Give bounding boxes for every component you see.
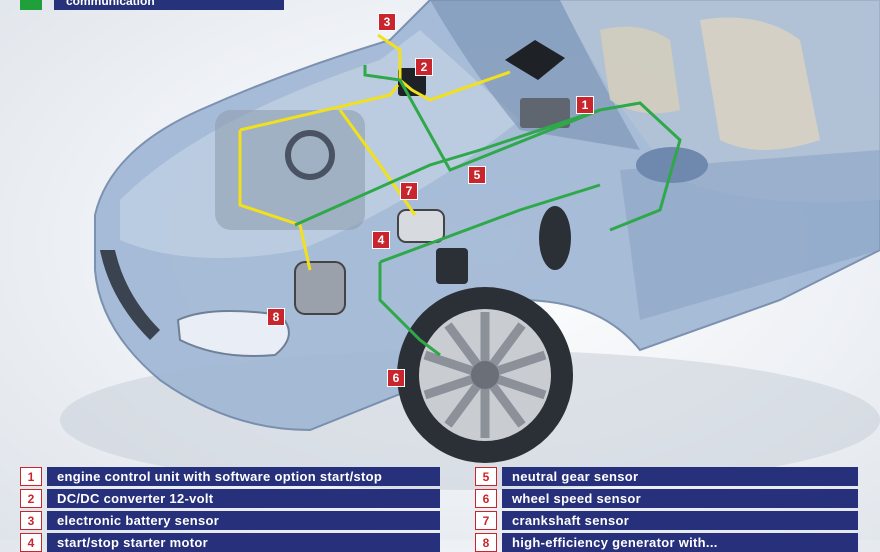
top-legend-label: communication: [54, 0, 284, 10]
power-wiring: [238, 33, 511, 271]
callout-8: 8: [267, 308, 285, 326]
legend-item-8: 8 high-efficiency generator with...: [475, 533, 858, 552]
legend-item-5: 5 neutral gear sensor: [475, 467, 858, 486]
seat-front: [600, 26, 680, 114]
legend-label: engine control unit with software option…: [47, 467, 440, 486]
door: [620, 150, 880, 320]
neutral-sensor-unit: [436, 248, 468, 284]
legend-label: high-efficiency generator with...: [502, 533, 858, 552]
top-legend: communication: [20, 0, 284, 10]
legend-label: start/stop starter motor: [47, 533, 440, 552]
legend-label: crankshaft sensor: [502, 511, 858, 530]
callout-4: 4: [372, 231, 390, 249]
callout-1: 1: [576, 96, 594, 114]
legend-label: neutral gear sensor: [502, 467, 858, 486]
communication-swatch: [20, 0, 42, 10]
legend-number: 4: [20, 533, 42, 552]
legend-item-6: 6 wheel speed sensor: [475, 489, 858, 508]
seat: [700, 17, 820, 150]
legend-item-7: 7 crankshaft sensor: [475, 511, 858, 530]
diagram-stage: communication 3 2 1 5 7 4 8 6 1 engine c…: [20, 0, 880, 552]
callout-5: 5: [468, 166, 486, 184]
legend-label: DC/DC converter 12-volt: [47, 489, 440, 508]
legend-item-3: 3 electronic battery sensor: [20, 511, 440, 530]
legend-item-2: 2 DC/DC converter 12-volt: [20, 489, 440, 508]
legend-item-4: 4 start/stop starter motor: [20, 533, 440, 552]
communication-wiring: [294, 65, 682, 357]
display-device: [505, 40, 565, 80]
legend-label: electronic battery sensor: [47, 511, 440, 530]
legend-number: 6: [475, 489, 497, 508]
callout-2: 2: [415, 58, 433, 76]
legend-number: 8: [475, 533, 497, 552]
legend-label: wheel speed sensor: [502, 489, 858, 508]
grille: [100, 250, 160, 340]
legend-number: 5: [475, 467, 497, 486]
wheel-hub: [471, 361, 499, 389]
legend-number: 2: [20, 489, 42, 508]
starter-motor: [397, 209, 445, 243]
car-illustration: [60, 0, 880, 490]
headlight: [176, 310, 290, 357]
legend-number: 3: [20, 511, 42, 530]
engine-control-unit: [520, 98, 570, 128]
callout-3: 3: [378, 13, 396, 31]
generator: [294, 261, 346, 315]
engine-pulley: [285, 130, 335, 180]
legend-number: 7: [475, 511, 497, 530]
legend-item-1: 1 engine control unit with software opti…: [20, 467, 440, 486]
legend-number: 1: [20, 467, 42, 486]
callout-7: 7: [400, 182, 418, 200]
brake-booster: [539, 206, 571, 270]
callout-6: 6: [387, 369, 405, 387]
